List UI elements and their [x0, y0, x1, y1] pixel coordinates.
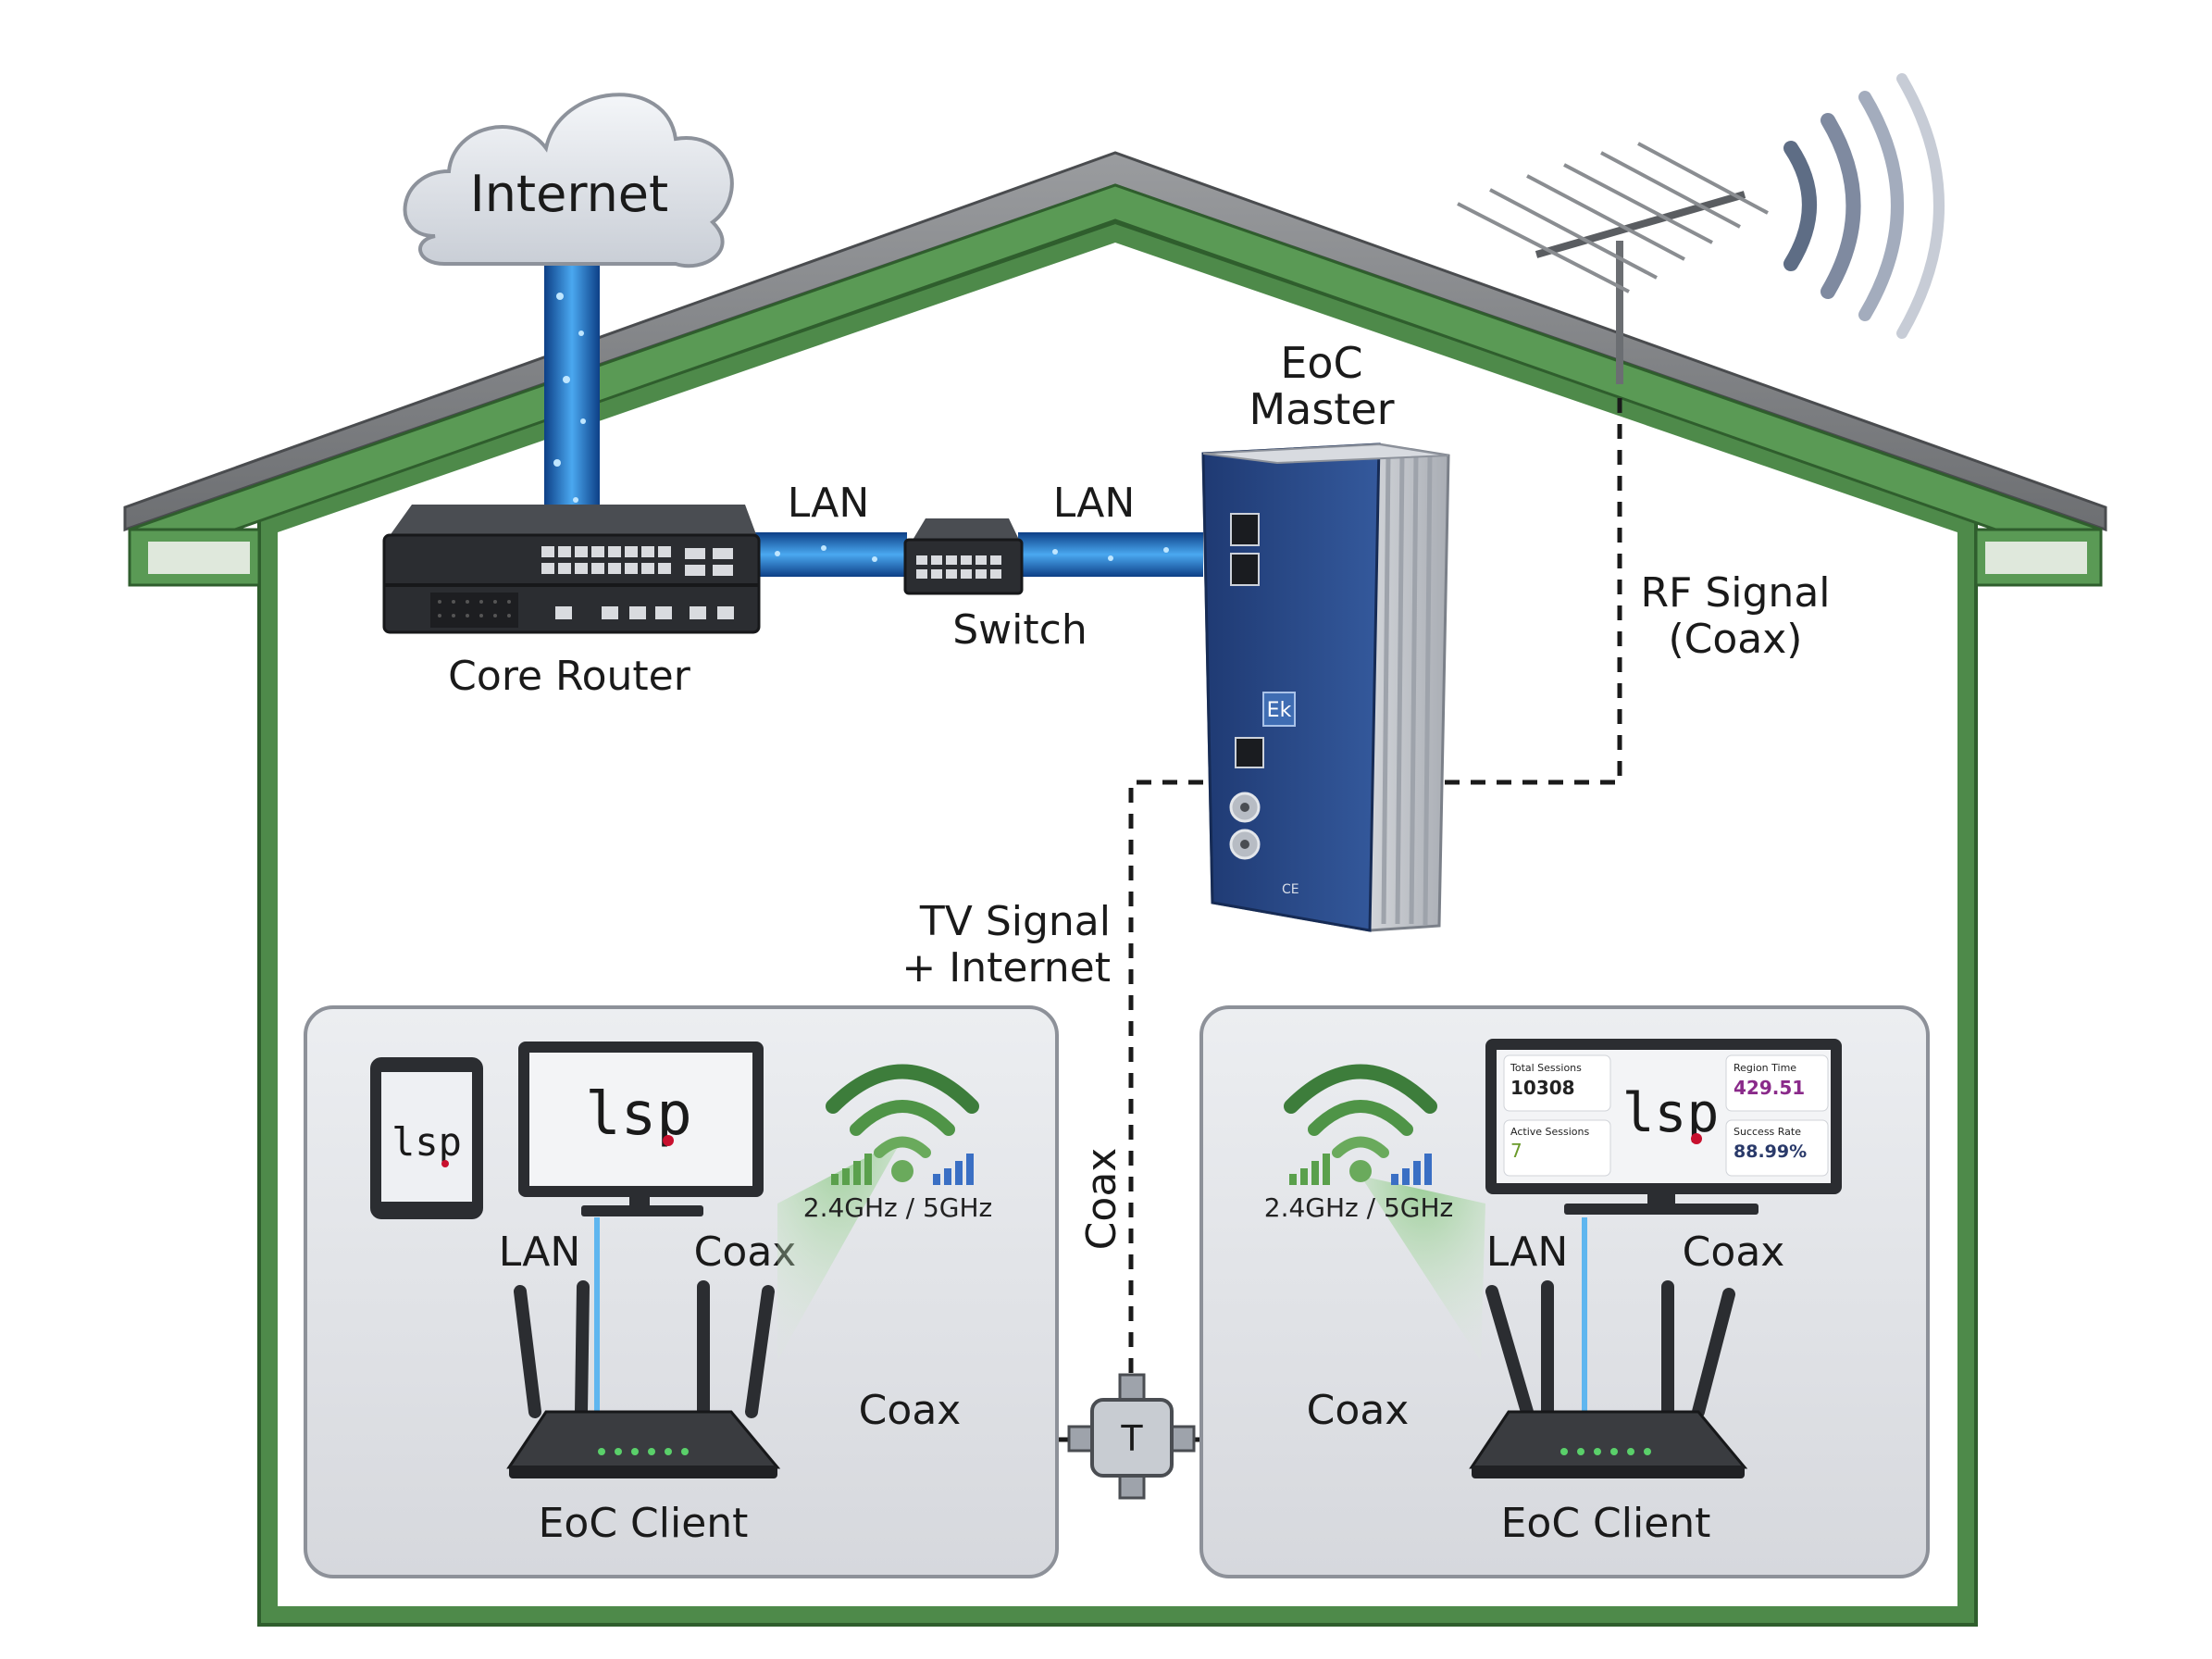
- tee-splitter-icon: [1067, 1373, 1196, 1500]
- room-right-coax-label: Coax: [1683, 1229, 1785, 1276]
- fiber-uplink: [544, 255, 600, 523]
- signal-bars-5ghz-left: [933, 1154, 974, 1185]
- eoc-master-label-line2: Master: [1249, 384, 1394, 434]
- tv-card-success: [1725, 1119, 1829, 1177]
- room-right-device-label: EoC Client: [1501, 1500, 1711, 1547]
- tee-label: T: [1120, 1418, 1143, 1459]
- svg-text:CE: CE: [1282, 882, 1299, 897]
- tv-active-value: 7: [1510, 1140, 1522, 1162]
- tv-total-sessions-label: Total Sessions: [1510, 1062, 1582, 1074]
- lan-label-left: LAN: [788, 480, 870, 527]
- broadcast-waves-icon: [1783, 73, 1945, 339]
- svg-text:lsp: lsp: [1622, 1081, 1720, 1144]
- internet-label: Internet: [470, 165, 668, 223]
- eoc-master-device: Ek CE: [1201, 443, 1450, 932]
- core-router-label: Core Router: [448, 653, 691, 700]
- tv-success-label: Success Rate: [1734, 1126, 1801, 1138]
- roof: [123, 151, 2107, 532]
- lan-cable-router-switch: [750, 532, 907, 577]
- room-left-panel: [304, 1005, 1059, 1578]
- cloud-icon: [403, 93, 734, 268]
- tv-total-sessions-value: 10308: [1510, 1077, 1575, 1099]
- fiber-uplink-sparkles: [553, 293, 586, 503]
- room-left-device-label: EoC Client: [539, 1500, 749, 1547]
- tv-success-value: 88.99%: [1734, 1141, 1807, 1162]
- room-right-lan-label: LAN: [1486, 1229, 1569, 1276]
- eoc-client-router-right: [1469, 1280, 1748, 1478]
- svg-text:lsp: lsp: [391, 1119, 462, 1165]
- tv-card-active: [1503, 1119, 1611, 1177]
- eoc-master-label-line1: EoC: [1280, 338, 1362, 388]
- wifi-cone-left: [777, 1139, 902, 1361]
- tv-active-label: Active Sessions: [1510, 1126, 1589, 1138]
- tv-region-time-value: 429.51: [1734, 1077, 1805, 1099]
- tv-region-time-label: Region Time: [1734, 1062, 1796, 1074]
- room-left-lan-label: LAN: [499, 1229, 581, 1276]
- signal-bars-24ghz-left: [831, 1154, 872, 1185]
- eoc-client-router-left: [506, 1280, 781, 1478]
- router-ports: [541, 546, 734, 619]
- room-right-wifi-bands: 2.4GHz / 5GHz: [1264, 1192, 1453, 1223]
- tv-card-sessions: [1503, 1054, 1611, 1112]
- svg-text:lsp: lsp: [585, 1080, 692, 1149]
- signal-bars-24ghz-right: [1289, 1154, 1330, 1185]
- room-left-wifi-bands: 2.4GHz / 5GHz: [803, 1192, 992, 1223]
- smart-tv-right: lsp: [1485, 1039, 1842, 1215]
- wifi-icon-left: [826, 1064, 979, 1182]
- wifi-cone-right: [1361, 1176, 1485, 1361]
- coax-label-bottom-right: Coax: [1307, 1387, 1410, 1434]
- core-router: [382, 505, 761, 634]
- lan-label-right: LAN: [1053, 480, 1136, 527]
- tablet-icon: lsp: [370, 1057, 483, 1219]
- switch-label: Switch: [952, 606, 1087, 654]
- tv-monitor-left-icon: lsp: [518, 1042, 764, 1216]
- tv-signal-label-line1: TV Signal: [919, 898, 1111, 945]
- antenna-icon: [1457, 142, 1769, 384]
- coax-label-bottom-left: Coax: [859, 1387, 962, 1434]
- rf-signal-label-line2: (Coax): [1669, 616, 1803, 663]
- tv-card-region: [1725, 1054, 1829, 1112]
- signal-bars-5ghz-right: [1391, 1154, 1432, 1185]
- svg-text:Ek: Ek: [1267, 699, 1292, 722]
- wifi-icon-right: [1284, 1064, 1437, 1182]
- tv-signal-label-line2: + Internet: [901, 944, 1111, 992]
- lan-cable-switch-master: [1018, 532, 1203, 577]
- coax-vertical-label: Coax: [1078, 1148, 1125, 1251]
- rf-signal-label-line1: RF Signal: [1640, 569, 1830, 617]
- network-switch: [903, 518, 1024, 595]
